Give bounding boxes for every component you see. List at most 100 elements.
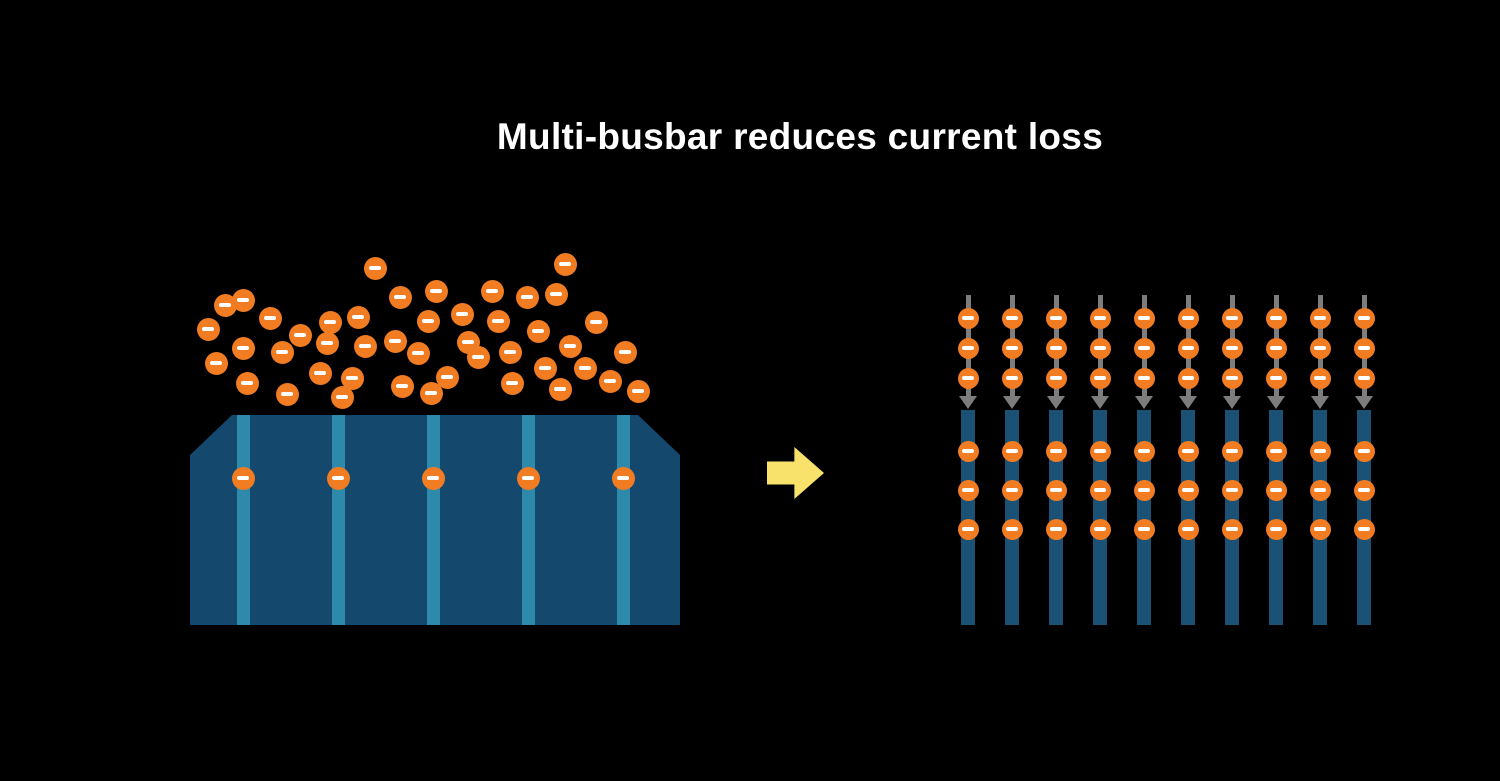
down-arrow-icon xyxy=(1311,396,1329,412)
minus-icon xyxy=(1270,316,1282,320)
minus-icon xyxy=(1138,449,1150,453)
electron-icon xyxy=(1353,367,1375,389)
down-arrow-icon xyxy=(1047,396,1065,412)
electron-icon xyxy=(466,345,490,369)
minus-icon xyxy=(1270,488,1282,492)
minus-icon xyxy=(1226,316,1238,320)
down-arrow-icon xyxy=(1135,396,1153,412)
minus-icon xyxy=(1094,346,1106,350)
minus-icon xyxy=(440,375,454,379)
minus-icon xyxy=(461,340,475,344)
busbar-ribbon xyxy=(961,410,975,625)
minus-icon xyxy=(505,381,519,385)
electron-icon xyxy=(1045,440,1067,462)
minus-icon xyxy=(236,346,250,350)
minus-icon xyxy=(1050,316,1062,320)
minus-icon xyxy=(1226,376,1238,380)
minus-icon xyxy=(280,392,294,396)
electron-icon xyxy=(957,440,979,462)
electron-icon xyxy=(1133,440,1155,462)
electron-icon xyxy=(346,305,370,329)
electron-icon xyxy=(1265,367,1287,389)
minus-icon xyxy=(1050,346,1062,350)
minus-icon xyxy=(962,346,974,350)
electron-icon xyxy=(318,310,342,334)
minus-icon xyxy=(1094,527,1106,531)
electron-icon xyxy=(406,341,430,365)
minus-icon xyxy=(313,371,327,375)
electron-icon xyxy=(1089,337,1111,359)
electron-icon xyxy=(288,323,312,347)
minus-icon xyxy=(275,350,289,354)
electron-icon xyxy=(315,331,339,355)
electron-icon xyxy=(598,369,622,393)
minus-icon xyxy=(236,298,250,302)
down-arrow-icon xyxy=(1267,396,1285,412)
electron-icon xyxy=(231,288,255,312)
minus-icon xyxy=(1094,449,1106,453)
electron-icon xyxy=(1353,518,1375,540)
electron-icon xyxy=(340,366,364,390)
electron-icon xyxy=(1309,479,1331,501)
minus-icon xyxy=(1314,346,1326,350)
electron-icon xyxy=(1221,337,1243,359)
minus-icon xyxy=(578,366,592,370)
minus-icon xyxy=(538,366,552,370)
down-arrow-icon xyxy=(1091,396,1109,412)
busbar-ribbon xyxy=(1137,410,1151,625)
electron-icon xyxy=(584,310,608,334)
electron-icon xyxy=(1309,518,1331,540)
minus-icon xyxy=(424,391,438,395)
electron-icon xyxy=(275,382,299,406)
electron-icon xyxy=(1045,337,1067,359)
electron-icon xyxy=(1001,337,1023,359)
minus-icon xyxy=(368,266,382,270)
electron-icon xyxy=(1133,518,1155,540)
minus-icon xyxy=(962,316,974,320)
minus-icon xyxy=(426,476,440,480)
electron-icon xyxy=(1309,307,1331,329)
electron-icon xyxy=(213,293,237,317)
electron-icon xyxy=(1133,307,1155,329)
electron-icon xyxy=(1045,479,1067,501)
electron-icon xyxy=(330,385,354,409)
electron-icon xyxy=(1177,367,1199,389)
minus-icon xyxy=(209,361,223,365)
electron-icon xyxy=(526,319,550,343)
electron-icon xyxy=(573,356,597,380)
electron-icon xyxy=(231,336,255,360)
minus-icon xyxy=(335,395,349,399)
electron-icon xyxy=(611,466,635,490)
minus-icon xyxy=(240,381,254,385)
electron-icon xyxy=(548,377,572,401)
electron-icon xyxy=(1045,367,1067,389)
electron-icon xyxy=(626,379,650,403)
minus-icon xyxy=(1358,316,1370,320)
minus-icon xyxy=(395,384,409,388)
down-arrow-icon xyxy=(959,396,977,412)
electron-icon xyxy=(235,371,259,395)
diagram-title: Multi-busbar reduces current loss xyxy=(496,116,1104,157)
minus-icon xyxy=(563,344,577,348)
electron-icon xyxy=(1265,307,1287,329)
busbar-ribbon xyxy=(1313,410,1327,625)
electron-icon xyxy=(1133,337,1155,359)
electron-icon xyxy=(1089,479,1111,501)
electron-icon xyxy=(1001,367,1023,389)
minus-icon xyxy=(320,341,334,345)
electron-icon xyxy=(1089,440,1111,462)
electron-icon xyxy=(1265,440,1287,462)
minus-icon xyxy=(1182,449,1194,453)
minus-icon xyxy=(411,351,425,355)
minus-icon xyxy=(1006,449,1018,453)
minus-icon xyxy=(1050,527,1062,531)
electron-icon xyxy=(421,466,445,490)
minus-icon xyxy=(1270,449,1282,453)
minus-icon xyxy=(1182,316,1194,320)
electron-icon xyxy=(500,371,524,395)
busbar-ribbon xyxy=(1093,410,1107,625)
electron-icon xyxy=(1133,367,1155,389)
minus-icon xyxy=(1182,488,1194,492)
electron-icon xyxy=(1265,518,1287,540)
minus-icon xyxy=(558,262,572,266)
